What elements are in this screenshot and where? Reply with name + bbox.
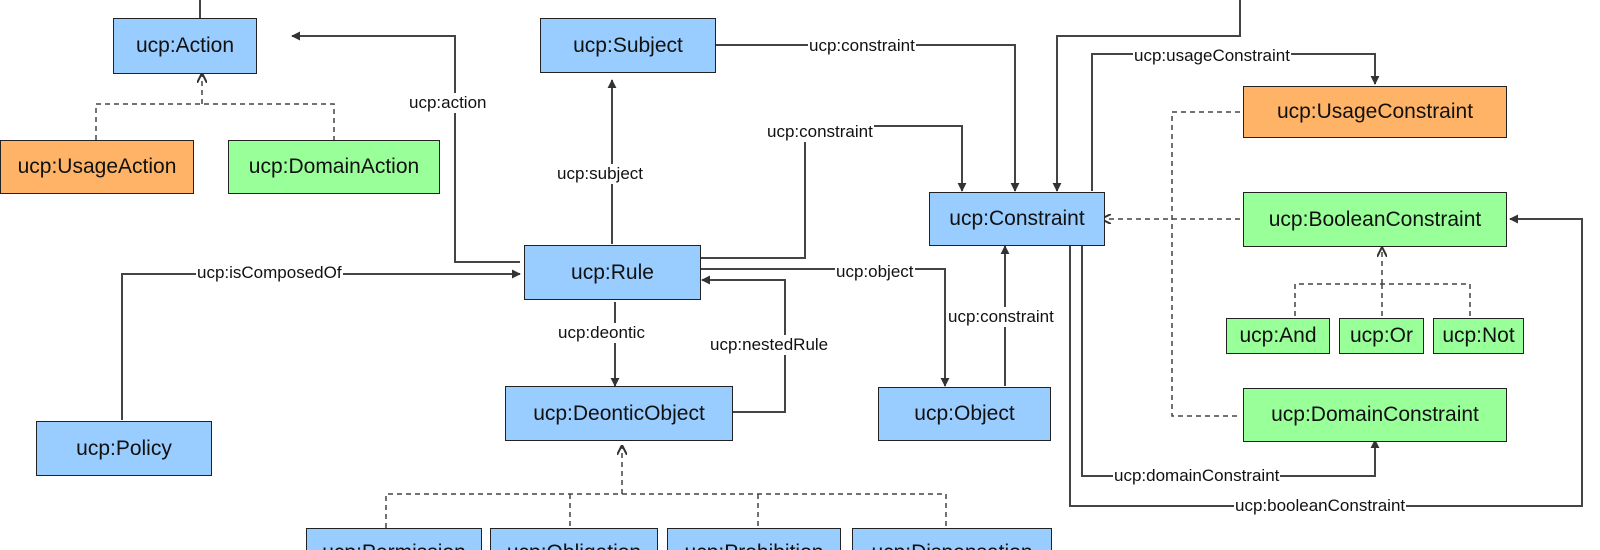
node-not[interactable]: ucp:Not <box>1433 318 1524 354</box>
node-boolean-constraint[interactable]: ucp:BooleanConstraint <box>1243 192 1507 247</box>
edge-top-constraint <box>1052 0 1241 192</box>
inherit-usageconstraint <box>1171 111 1240 417</box>
node-action[interactable]: ucp:Action <box>113 18 257 74</box>
node-usage-action[interactable]: ucp:UsageAction <box>0 140 194 194</box>
node-domain-constraint[interactable]: ucp:DomainConstraint <box>1243 388 1507 442</box>
edge-constraint-booleanconstraint <box>1069 214 1583 507</box>
label-usage-constraint: ucp:usageConstraint <box>1133 46 1291 66</box>
node-object[interactable]: ucp:Object <box>878 387 1051 441</box>
label-constraint-rule: ucp:constraint <box>766 122 874 142</box>
node-rule[interactable]: ucp:Rule <box>524 245 701 300</box>
label-constraint-object: ucp:constraint <box>947 307 1055 327</box>
node-deontic-object[interactable]: ucp:DeonticObject <box>505 386 733 441</box>
edge-policy-rule <box>121 269 521 420</box>
node-prohibition[interactable]: ucp:Prohibition <box>667 528 841 550</box>
node-and[interactable]: ucp:And <box>1226 318 1330 354</box>
node-permission[interactable]: ucp:Permission <box>306 528 482 550</box>
node-policy[interactable]: ucp:Policy <box>36 421 212 476</box>
edge-subject-constraint <box>715 44 1020 192</box>
edge-rule-constraint <box>700 125 967 259</box>
edge-rule-action <box>291 31 520 263</box>
label-object: ucp:object <box>835 262 915 282</box>
label-nested-rule: ucp:nestedRule <box>709 335 830 355</box>
label-domain-constraint: ucp:domainConstraint <box>1113 466 1281 486</box>
label-boolean-constraint: ucp:booleanConstraint <box>1234 496 1407 516</box>
inherit-usageaction <box>95 103 335 140</box>
node-usage-constraint[interactable]: ucp:UsageConstraint <box>1243 86 1507 138</box>
label-subject: ucp:subject <box>556 164 644 184</box>
label-is-composed-of: ucp:isComposedOf <box>196 263 343 283</box>
label-deontic: ucp:deontic <box>557 323 646 343</box>
edge-rule-object <box>700 268 950 387</box>
label-constraint-subject: ucp:constraint <box>808 36 916 56</box>
node-subject[interactable]: ucp:Subject <box>540 18 716 73</box>
node-dispensation[interactable]: ucp:Dispensation <box>852 528 1052 550</box>
node-or[interactable]: ucp:Or <box>1339 318 1424 354</box>
inherit-deontic-children <box>385 493 947 528</box>
node-domain-action[interactable]: ucp:DomainAction <box>228 140 440 194</box>
node-obligation[interactable]: ucp:Obligation <box>490 528 658 550</box>
node-constraint[interactable]: ucp:Constraint <box>929 192 1105 246</box>
label-action: ucp:action <box>408 93 488 113</box>
